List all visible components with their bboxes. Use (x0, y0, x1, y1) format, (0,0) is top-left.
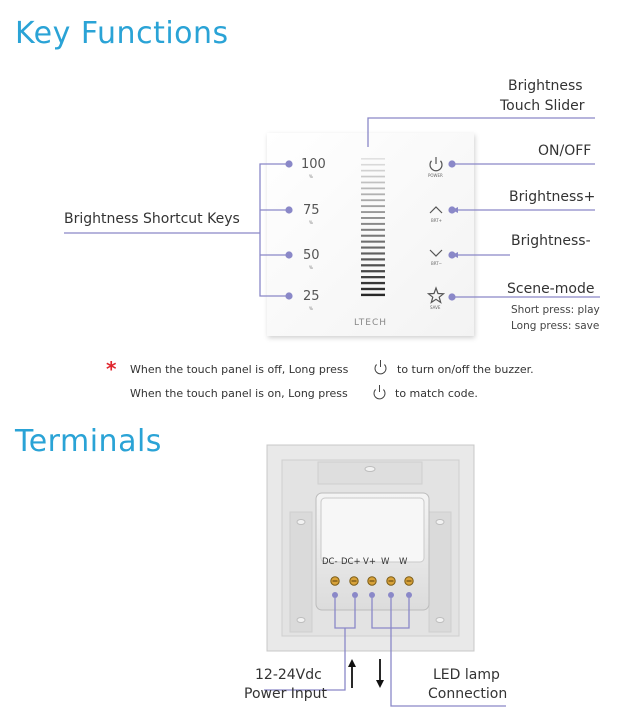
led-connection-line1: LED lamp (433, 667, 500, 683)
shortcut-label-25: 25 (303, 289, 320, 304)
slider-bar (361, 222, 385, 225)
brightness-touch-slider[interactable] (361, 158, 385, 297)
led-connection-line2: Connection (428, 686, 508, 702)
asterisk-mark: * (106, 357, 117, 381)
callout-brightness-minus: Brightness- (511, 233, 591, 249)
shortcut-label-100: 100 (301, 157, 326, 172)
note-line2-a: When the touch panel is on, Long press (130, 387, 348, 400)
btn-label-brt-down: BRT− (431, 261, 443, 266)
slider-bar (361, 193, 385, 196)
slider-bar (361, 205, 385, 208)
btn-label-brt-up: BRT+ (431, 218, 443, 223)
power-icon[interactable] (429, 157, 443, 172)
terminal-label: W (381, 557, 390, 567)
unit-75: % (309, 220, 313, 225)
terminals-title: Terminals (15, 424, 162, 459)
touch-panel (267, 133, 474, 336)
slider-bar (361, 169, 385, 172)
unit-100: % (309, 174, 313, 179)
slider-bar (361, 187, 385, 190)
callout-onoff: ON/OFF (538, 143, 592, 159)
terminal-label: DC- (322, 557, 338, 567)
slider-bar (361, 228, 385, 231)
power-input-line2: Power Input (244, 686, 328, 702)
brand-logo: LTECH (354, 318, 388, 328)
unit-25: % (309, 306, 313, 311)
slider-bar (361, 181, 385, 184)
slider-bar (361, 287, 385, 291)
terminal-label: DC+ (341, 557, 361, 567)
slider-bar (361, 240, 385, 243)
slider-bar (361, 293, 385, 297)
power-icon-note-1 (374, 360, 387, 375)
chevron-up-icon[interactable] (429, 206, 443, 214)
terminal-label: V+ (363, 557, 376, 567)
slider-bar (361, 234, 385, 237)
slider-bar (361, 281, 385, 285)
callout-slider-line1: Brightness (508, 78, 583, 94)
callout-brightness-plus: Brightness+ (509, 189, 596, 205)
slider-bar (361, 276, 385, 279)
slider-bar (361, 175, 385, 178)
chevron-down-icon[interactable] (429, 249, 443, 257)
unit-50: % (309, 265, 313, 270)
slider-bar (361, 163, 385, 166)
terminal-label: W (399, 557, 408, 567)
slider-bar (361, 270, 385, 273)
slider-bar (361, 258, 385, 261)
note-line2-b: to match code. (395, 387, 478, 400)
power-icon-note-2 (373, 385, 386, 400)
callout-long-press: Long press: save (511, 320, 600, 332)
slider-bar (361, 252, 385, 255)
shortcut-label-50: 50 (303, 248, 320, 263)
callout-slider-line2: Touch Slider (500, 98, 585, 114)
slider-bar (361, 246, 385, 249)
btn-label-save: SAVE (430, 305, 441, 310)
star-icon[interactable] (426, 286, 446, 304)
note-line1-a: When the touch panel is off, Long press (130, 363, 349, 376)
callout-short-press: Short press: play (511, 304, 600, 316)
btn-label-power: POWER (428, 173, 443, 178)
callout-scene-mode: Scene-mode (507, 281, 595, 297)
power-input-line1: 12-24Vdc (255, 667, 322, 683)
key-functions-title: Key Functions (15, 16, 229, 51)
slider-bar (361, 217, 385, 219)
shortcut-label-75: 75 (303, 203, 320, 218)
slider-bar (361, 158, 385, 160)
callout-shortcut-keys: Brightness Shortcut Keys (64, 211, 240, 227)
slider-bar (361, 264, 385, 267)
slider-bar (361, 199, 385, 202)
slider-bar (361, 211, 385, 214)
note-line1-b: to turn on/off the buzzer. (397, 363, 534, 376)
